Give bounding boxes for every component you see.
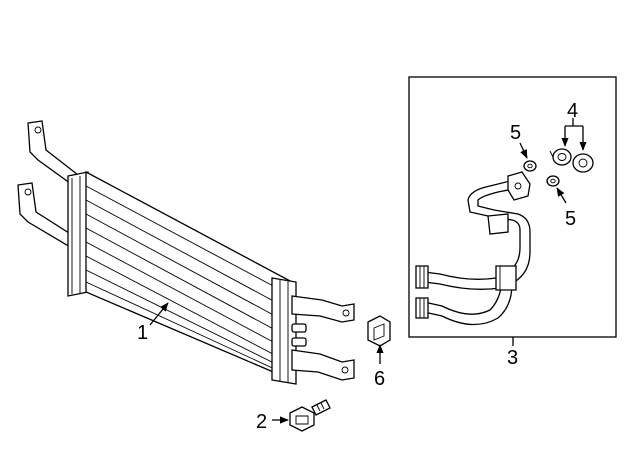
washer-top bbox=[523, 160, 537, 172]
bracket-clip bbox=[367, 315, 391, 347]
tube-assembly-frame bbox=[408, 76, 617, 338]
callout-2: 2 bbox=[256, 411, 267, 433]
bushing-left bbox=[549, 148, 572, 166]
callout-6: 6 bbox=[374, 368, 385, 390]
leader-lines bbox=[149, 118, 587, 424]
tube-assembly bbox=[415, 171, 531, 326]
washer-bottom bbox=[546, 175, 560, 187]
oil-cooler bbox=[17, 120, 355, 385]
bushing-right bbox=[572, 153, 594, 173]
callout-3: 3 bbox=[507, 347, 518, 369]
callout-5-top: 5 bbox=[510, 122, 521, 144]
callout-1: 1 bbox=[137, 322, 148, 344]
callout-5-bottom: 5 bbox=[565, 208, 576, 230]
bolt bbox=[289, 399, 331, 432]
callout-4: 4 bbox=[567, 100, 578, 122]
